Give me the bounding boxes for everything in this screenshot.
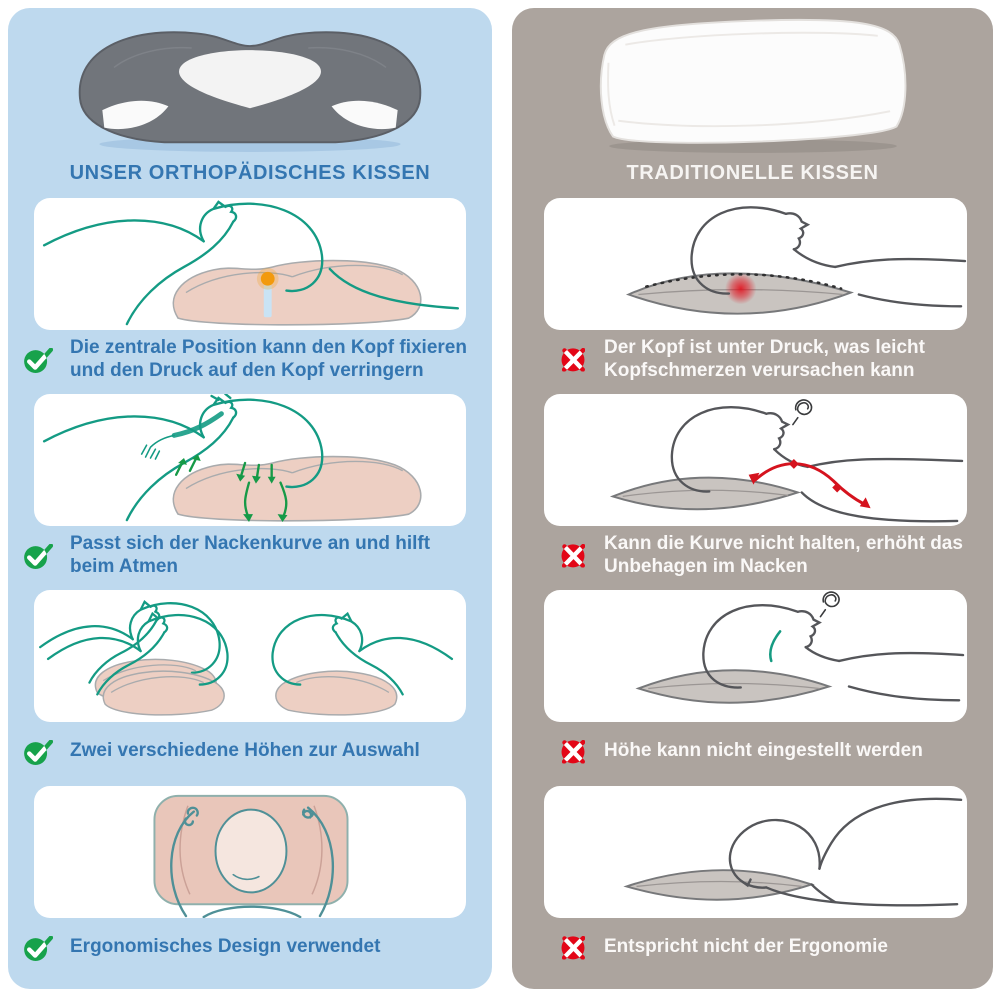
check-circle-icon — [22, 734, 56, 768]
illustration-neck-strain-red-arrow — [609, 399, 964, 523]
card-neck-breathing — [34, 394, 466, 526]
caption-non-ergonomic: Entspricht nicht der Ergonomie — [512, 918, 993, 974]
x-circle-icon — [556, 342, 590, 376]
caption-ergonomic-design: Ergonomisches Design verwendet — [8, 918, 492, 974]
caption-text: Entspricht nicht der Ergonomie — [604, 936, 888, 958]
caption-centered-head: Die zentrale Position kann den Kopf fixi… — [8, 330, 492, 386]
check-circle-icon — [22, 342, 56, 376]
caption-text: Zwei verschiedene Höhen zur Auswahl — [70, 740, 420, 762]
x-circle-icon — [556, 538, 590, 572]
card-non-ergonomic — [544, 786, 967, 918]
card-centered-head — [34, 198, 466, 330]
caption-two-heights: Zwei verschiedene Höhen zur Auswahl — [8, 722, 492, 778]
caption-text: Kann die Kurve nicht halten, erhöht das … — [604, 532, 963, 577]
illustration-fixed-height — [635, 591, 965, 704]
caption-fixed-height: Höhe kann nicht eingestellt werden — [512, 722, 993, 778]
caption-text: Passt sich der Nackenkurve an und hilft … — [70, 532, 431, 577]
illustration-back-sleeper-centered-head — [42, 200, 460, 326]
illustration-ergonomic-top-view — [153, 794, 349, 918]
contour-pillow-image — [78, 31, 422, 152]
caption-text: Der Kopf ist unter Druck, was leicht Kop… — [604, 336, 925, 381]
caption-text: Ergonomisches Design verwendet — [70, 936, 381, 958]
illustration-non-ergonomic — [623, 797, 963, 907]
caption-text: Höhe kann nicht eingestellt werden — [604, 740, 923, 762]
right-panel-title: TRADITIONELLE KISSEN — [626, 161, 879, 184]
illustration-two-pillow-heights — [39, 600, 454, 717]
traditional-pillow-panel: TRADITIONELLE KISSEN Der Kopf ist unter … — [512, 8, 993, 989]
card-fixed-height — [544, 590, 967, 722]
caption-neck-breathing: Passt sich der Nackenkurve an und hilft … — [8, 526, 492, 582]
caption-neck-strain: Kann die Kurve nicht halten, erhöht das … — [512, 526, 993, 582]
card-ergonomic-design — [34, 786, 466, 918]
left-panel-title: UNSER ORTHOPÄDISCHES KISSEN — [69, 161, 431, 184]
illustration-neck-curve-breathing — [42, 394, 422, 523]
caption-head-pressure: Der Kopf ist unter Druck, was leicht Kop… — [512, 330, 993, 386]
illustration-head-pressure-point — [625, 206, 967, 315]
x-circle-icon — [556, 734, 590, 768]
check-circle-icon — [22, 538, 56, 572]
white-pillow-image — [599, 18, 906, 153]
x-circle-icon — [556, 930, 590, 964]
caption-text: Die zentrale Position kann den Kopf fixi… — [70, 336, 467, 381]
card-neck-strain — [544, 394, 967, 526]
orthopedic-pillow-photo — [8, 8, 492, 156]
traditional-pillow-photo — [512, 8, 993, 156]
check-circle-icon — [22, 930, 56, 964]
card-head-pressure — [544, 198, 967, 330]
our-pillow-panel: UNSER ORTHOPÄDISCHES KISSEN Die zentrale… — [8, 8, 492, 989]
card-two-heights — [34, 590, 466, 722]
